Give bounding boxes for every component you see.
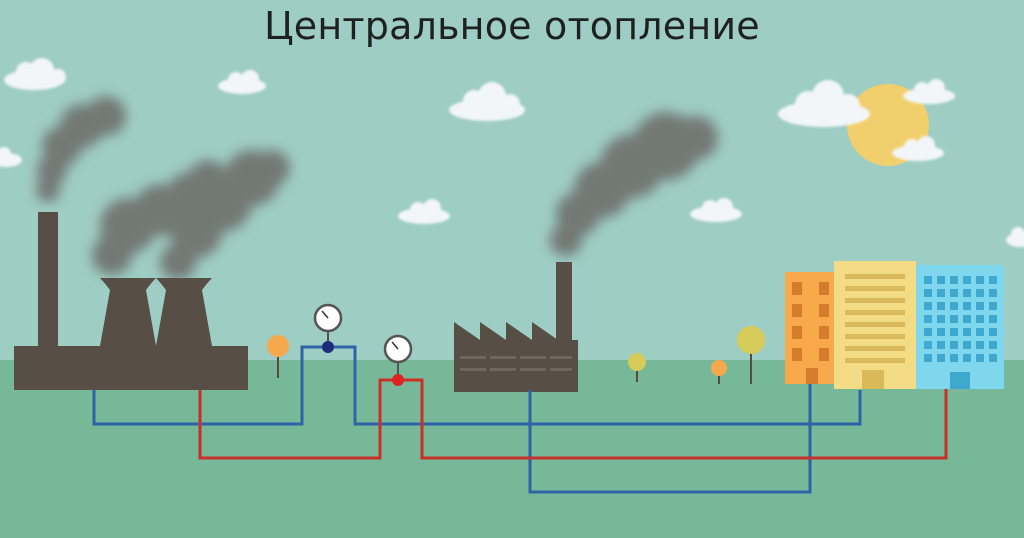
building-window: [989, 328, 997, 336]
building-window: [963, 315, 971, 323]
building-window: [976, 289, 984, 297]
building-window: [976, 276, 984, 284]
building-window: [937, 354, 945, 362]
pressure-gauge-icon: [313, 303, 343, 353]
building-window: [937, 315, 945, 323]
building-window: [950, 341, 958, 349]
building-window: [937, 276, 945, 284]
cooling-tower-icon: [100, 278, 156, 346]
building-window: [924, 315, 932, 323]
building-window: [937, 302, 945, 310]
chimney-icon: [556, 262, 572, 342]
building-window: [950, 276, 958, 284]
tree-icon: [267, 335, 289, 378]
building-window: [963, 289, 971, 297]
building-window: [989, 341, 997, 349]
smoke-icon: [160, 150, 290, 280]
building-window: [924, 302, 932, 310]
apartment-building-icon: [834, 261, 916, 389]
building-window: [950, 289, 958, 297]
pressure-gauge-icon: [383, 334, 413, 386]
building-window: [963, 276, 971, 284]
cloud-icon: [778, 80, 870, 127]
cooling-tower-icon: [156, 278, 212, 346]
building-window: [976, 328, 984, 336]
building-window: [989, 276, 997, 284]
building-window: [937, 328, 945, 336]
building-window: [989, 302, 997, 310]
building-window: [976, 302, 984, 310]
diagram-title: Центральное отопление: [264, 4, 760, 48]
plant-base: [14, 346, 248, 390]
power-plant: [14, 212, 248, 390]
building-window: [924, 276, 932, 284]
cloud-icon: [398, 199, 450, 224]
building-window: [963, 341, 971, 349]
building-window: [989, 315, 997, 323]
pipe-icon: [528, 384, 812, 494]
cloud-icon: [4, 58, 66, 90]
building-window: [950, 315, 958, 323]
building-window: [976, 341, 984, 349]
factory-icon: [454, 262, 578, 392]
building-window: [924, 354, 932, 362]
building-window: [963, 354, 971, 362]
building-window: [989, 289, 997, 297]
smoke-icon: [36, 96, 126, 202]
cloud-icon: [218, 70, 266, 94]
building-window: [950, 328, 958, 336]
apartment-building-icon: [916, 265, 1004, 389]
building-window: [924, 328, 932, 336]
smoke-icon: [550, 112, 718, 256]
building-window: [963, 328, 971, 336]
apartment-building-icon: [785, 272, 837, 384]
tree-icon: [737, 326, 765, 384]
building-window: [924, 341, 932, 349]
cloud-icon: [892, 136, 944, 161]
cloud-icon: [449, 82, 525, 121]
building-window: [976, 354, 984, 362]
cloud-icon: [1006, 227, 1024, 247]
building-window: [976, 315, 984, 323]
building-window: [989, 354, 997, 362]
building-window: [924, 289, 932, 297]
building-window: [937, 341, 945, 349]
building-window: [950, 302, 958, 310]
cloud-icon: [690, 198, 742, 222]
cloud-icon: [0, 147, 22, 167]
building-window: [950, 354, 958, 362]
building-window: [963, 302, 971, 310]
tree-icon: [711, 360, 727, 384]
tree-icon: [628, 353, 646, 382]
chimney-icon: [38, 212, 58, 348]
building-window: [937, 289, 945, 297]
cloud-icon: [903, 79, 955, 104]
